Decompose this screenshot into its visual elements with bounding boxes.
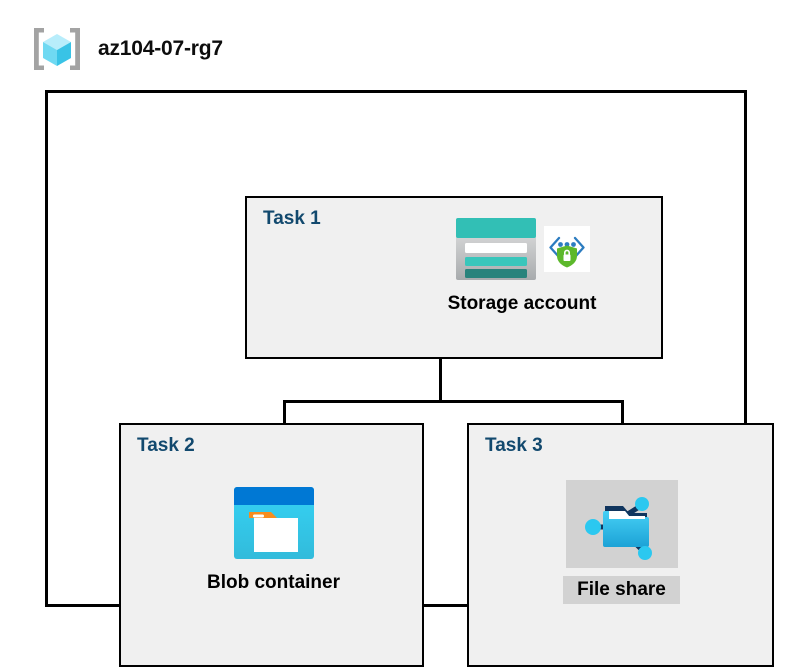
- task-2-label: Task 2: [137, 435, 195, 456]
- file-share-caption: File share: [563, 576, 680, 604]
- file-share-node[interactable]: File share: [509, 480, 734, 604]
- task-3-label: Task 3: [485, 435, 543, 456]
- blob-container-caption: Blob container: [206, 572, 340, 593]
- storage-account-caption: Storage account: [447, 293, 597, 314]
- resource-group-container: Task 1: [45, 90, 774, 667]
- secure-endpoint-icon: [544, 226, 590, 272]
- resource-group-icon: [30, 24, 84, 74]
- connector-storage-down: [439, 316, 442, 402]
- file-share-icon: [583, 487, 661, 561]
- page-title: az104-07-rg7: [98, 37, 223, 60]
- task-1-label: Task 1: [263, 208, 321, 229]
- task-1-box[interactable]: Task 1: [245, 196, 663, 359]
- storage-account-icon-group: [454, 216, 590, 282]
- resource-group-header: az104-07-rg7: [30, 24, 223, 74]
- connector-horizontal-bus: [284, 400, 624, 403]
- blob-container-node[interactable]: Blob container: [156, 485, 391, 597]
- blob-container-icon-group: [232, 485, 316, 561]
- file-share-icon-group: [565, 480, 678, 568]
- blob-container-icon: [232, 485, 316, 561]
- task-3-box[interactable]: Task 3: [467, 423, 774, 667]
- storage-account-node[interactable]: Storage account: [397, 216, 647, 318]
- task-2-box[interactable]: Task 2: [119, 423, 424, 667]
- storage-account-icon: [454, 216, 538, 282]
